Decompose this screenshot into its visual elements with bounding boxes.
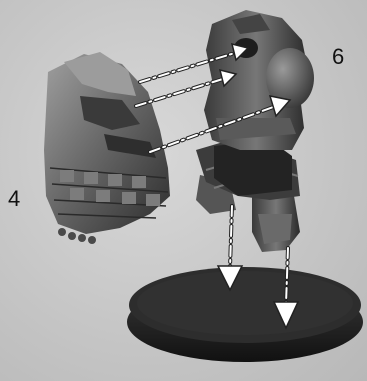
base-disc <box>127 267 363 362</box>
step-label-right: 6 <box>332 44 344 70</box>
shoulder-armor-piece <box>44 52 170 244</box>
torso-piece <box>196 10 314 252</box>
step-label-left: 4 <box>8 186 20 212</box>
